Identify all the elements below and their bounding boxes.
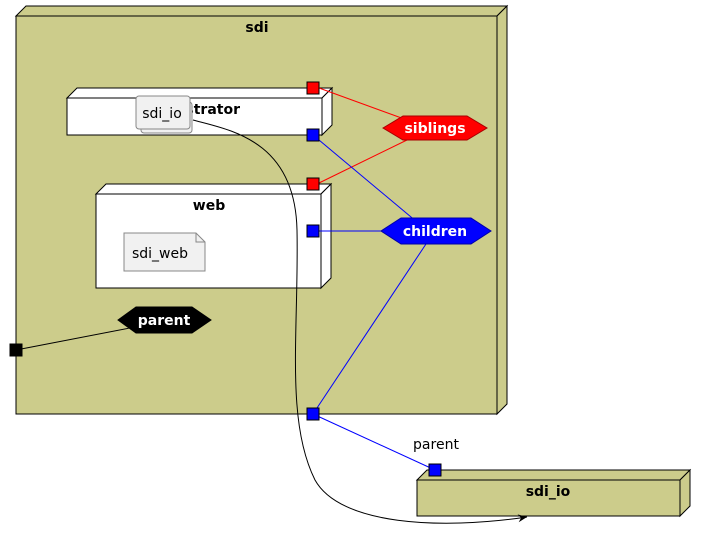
port-admin-siblings — [306, 81, 320, 95]
port-admin-children — [306, 128, 320, 142]
sdi-node-title: sdi — [245, 20, 268, 36]
children-hexagon: children — [380, 217, 492, 245]
sdi-io-node-title: sdi_io — [526, 484, 571, 500]
siblings-hexagon: siblings — [382, 115, 488, 141]
ports — [9, 81, 442, 477]
sdi-io-artifact: sdi_io — [135, 95, 193, 134]
administrator-node-title: strator — [185, 102, 240, 118]
children-label: children — [403, 224, 467, 240]
edge-parent — [15, 325, 141, 351]
sdi-web-artifact: sdi_web — [123, 232, 206, 272]
port-web-children — [306, 224, 320, 238]
parent-edge-label: parent — [413, 437, 459, 453]
port-sdi-parent — [9, 343, 23, 357]
sdi-io-node: sdi_io — [415, 468, 692, 518]
sdi-io-artifact-label: sdi_io — [142, 106, 182, 122]
edge-admin-children — [312, 134, 418, 223]
edge-web-siblings — [318, 139, 408, 184]
edge-sdi-parent-port — [312, 413, 436, 471]
parent-hexagon: parent — [117, 306, 212, 334]
port-sdi-io-parent — [428, 463, 442, 477]
port-web-siblings — [306, 177, 320, 191]
edge-admin-siblings — [318, 87, 408, 121]
edge-sdi-children — [312, 243, 427, 415]
administrator-node: strator — [65, 86, 334, 137]
port-sdi-children — [306, 407, 320, 421]
web-node-title: web — [193, 198, 225, 214]
edges — [15, 87, 528, 524]
edge-sdi-io-dependency — [192, 119, 528, 524]
sdi-web-artifact-label: sdi_web — [132, 246, 188, 262]
siblings-label: siblings — [404, 121, 465, 137]
parent-hexagon-label: parent — [138, 313, 191, 329]
